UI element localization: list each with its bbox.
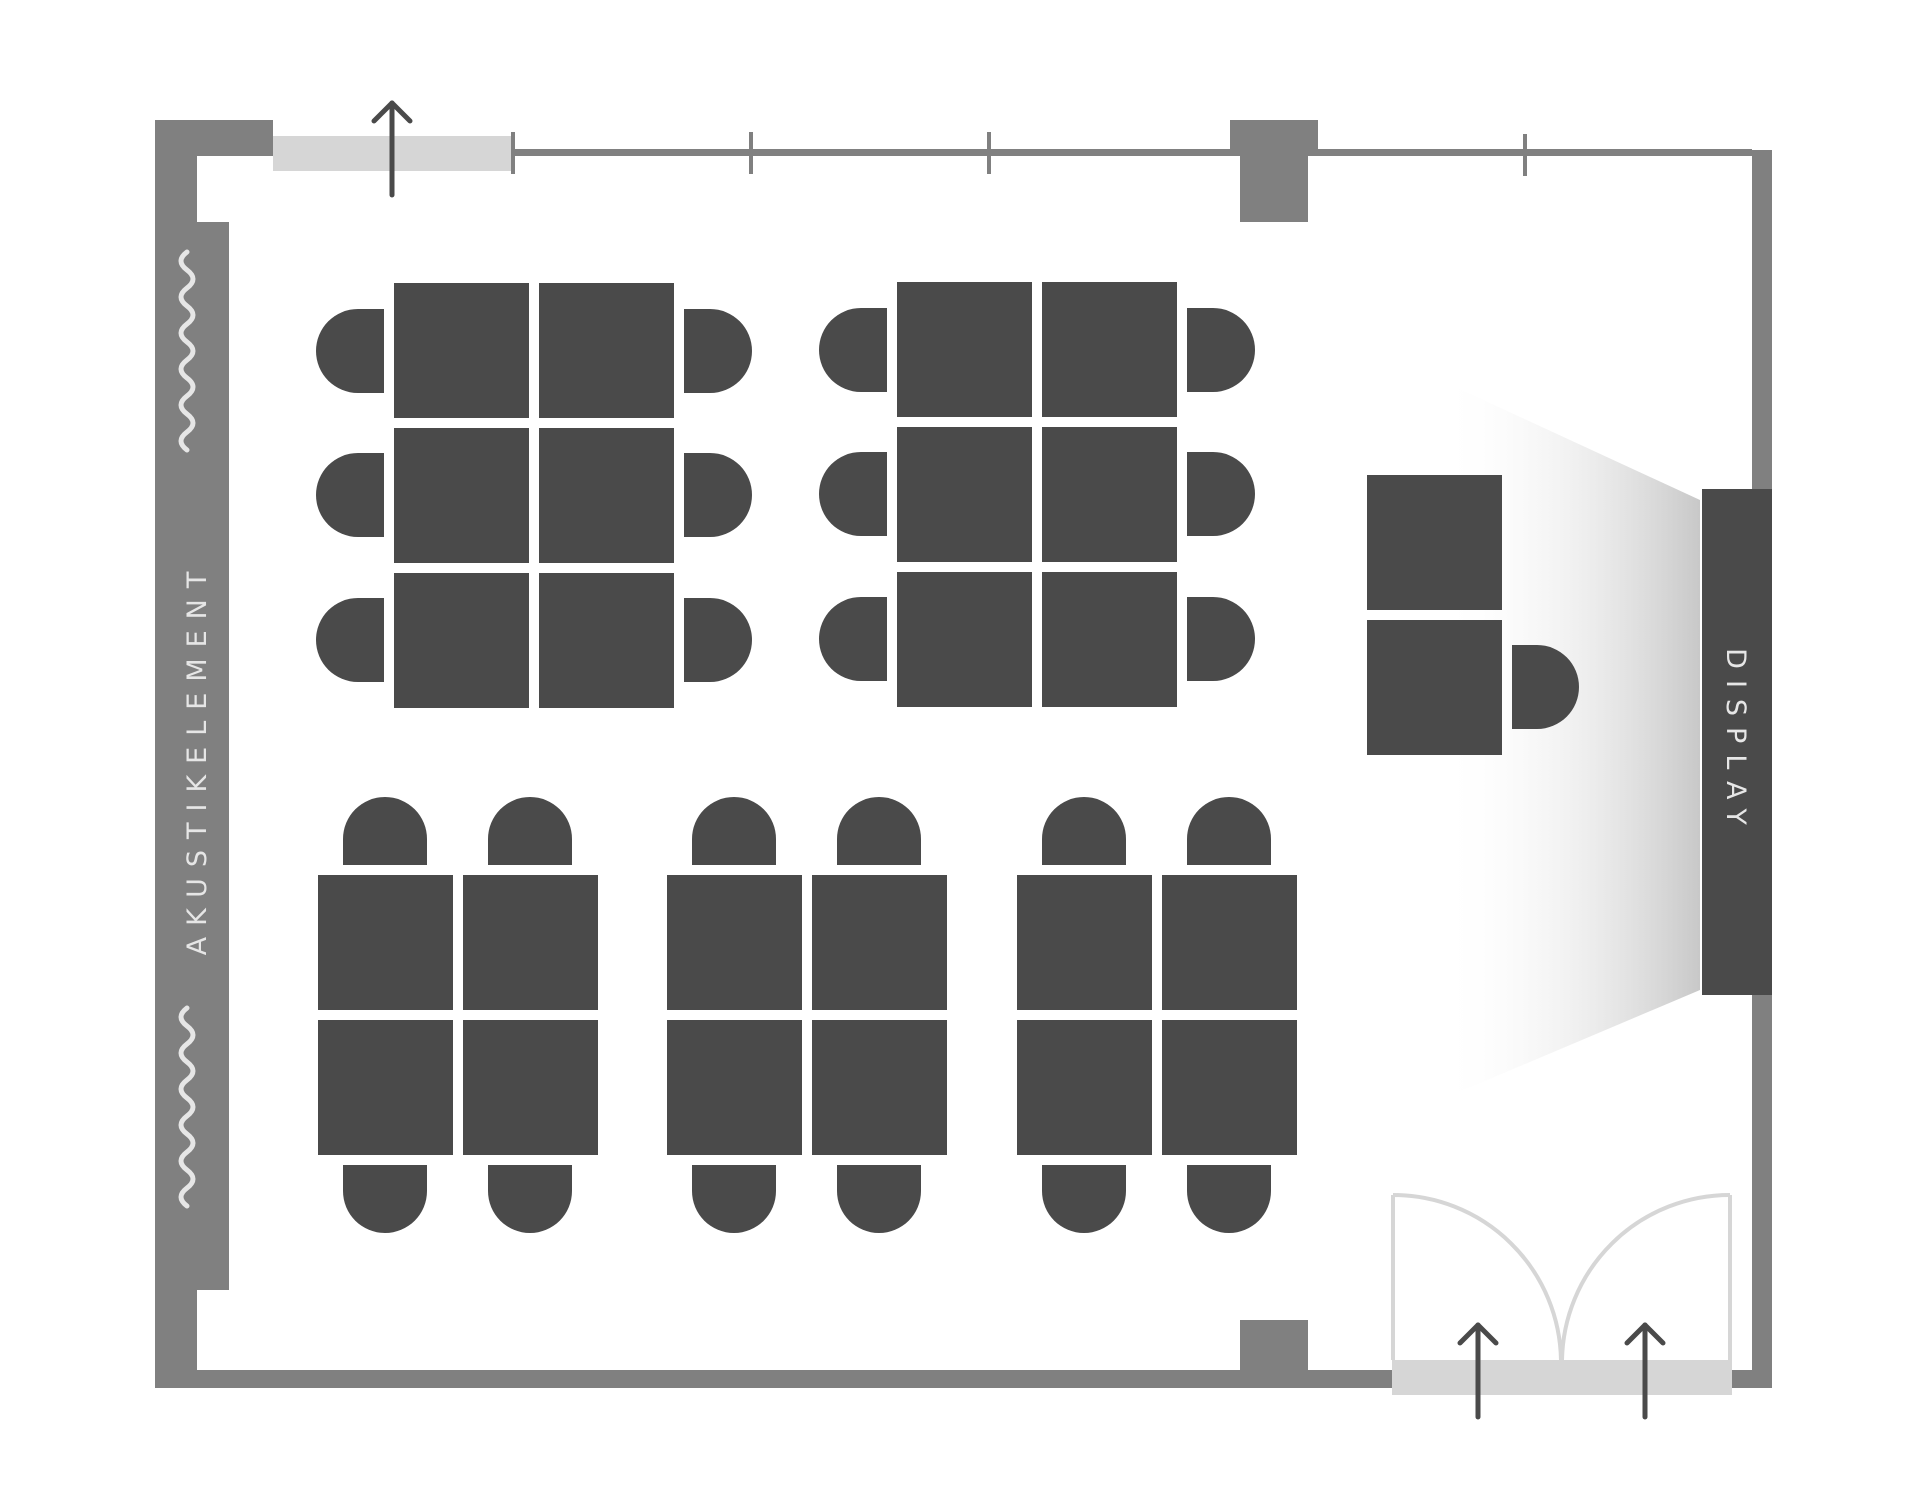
table-group [819,282,1255,707]
table [1017,875,1152,1010]
chair [1042,1165,1126,1233]
table-group [318,797,598,1233]
chair [692,797,776,865]
table [539,428,674,563]
chair [1512,645,1579,729]
table [1367,475,1502,610]
chair [684,598,752,682]
table [394,428,529,563]
table [1042,282,1177,417]
double-door [1391,1193,1732,1420]
table [897,572,1032,707]
acoustic-wave-icon [178,249,196,1209]
chair [837,1165,921,1233]
table-group [316,283,752,708]
chair [1187,597,1255,681]
table-group [1017,797,1297,1233]
table [463,875,598,1010]
wall-top-left [155,120,273,156]
entrance-arrow-icon [371,100,413,198]
chair [343,797,427,865]
table [1017,1020,1152,1155]
table [812,875,947,1010]
chair [692,1165,776,1233]
table [897,427,1032,562]
table [812,1020,947,1155]
table [1042,572,1177,707]
chair [488,1165,572,1233]
chair [819,452,887,536]
chair [316,598,384,682]
table [1162,875,1297,1010]
table [1042,427,1177,562]
wall-bottom [155,1370,1395,1388]
chair [1042,797,1126,865]
door-swing-icon [1391,1193,1732,1361]
acoustic-panel-label: AKUSTIKELEMENT [182,561,213,956]
table [667,875,802,1010]
display-screen [1702,489,1772,995]
chair [837,797,921,865]
table [539,283,674,418]
table [394,283,529,418]
table [318,875,453,1010]
table [1367,620,1502,755]
table-group [667,797,947,1233]
entrance-arrow-icon [1457,1322,1666,1420]
chair [316,453,384,537]
table [394,573,529,708]
table [539,573,674,708]
chair [1187,452,1255,536]
window-top [273,132,1772,176]
chair [1187,308,1255,392]
chair [684,309,752,393]
chair [684,453,752,537]
display-label: DISPLAY [1720,648,1751,836]
chair [343,1165,427,1233]
table [463,1020,598,1155]
table [897,282,1032,417]
chair [1187,797,1271,865]
table [318,1020,453,1155]
display-viewing-area [1440,380,1700,1100]
chair [819,308,887,392]
chair [1187,1165,1271,1233]
chair [819,597,887,681]
chair [488,797,572,865]
table [667,1020,802,1155]
chair [316,309,384,393]
table [1162,1020,1297,1155]
column-bottom [1240,1320,1308,1375]
presenter-desk [1367,475,1579,755]
door-threshold [1392,1360,1732,1395]
column-top-body [1240,150,1308,222]
